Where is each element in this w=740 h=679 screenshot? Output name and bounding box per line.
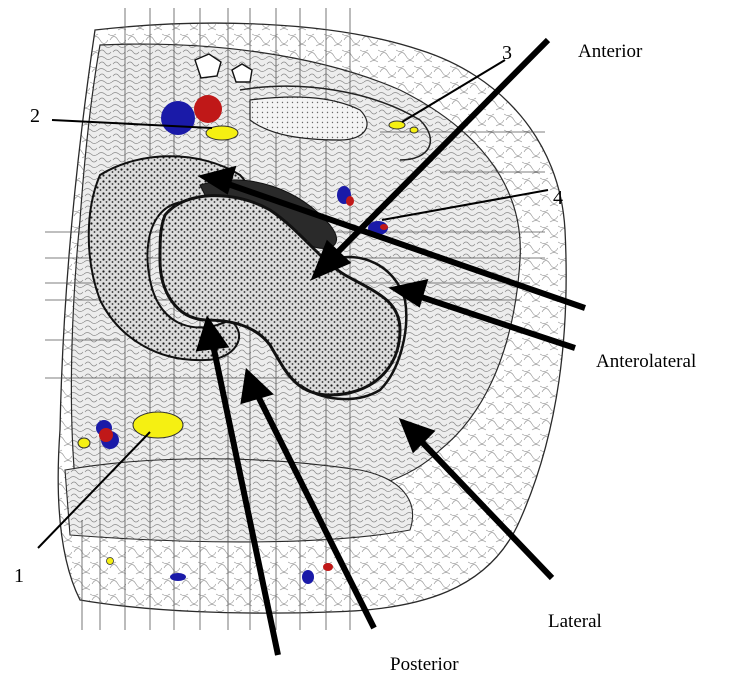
label-number-4: 4	[553, 188, 563, 208]
label-number-2: 2	[30, 106, 40, 126]
label-number-1: 1	[14, 566, 24, 586]
label-lateral: Lateral	[548, 612, 602, 631]
label-anterolateral: Anterolateral	[596, 352, 696, 371]
label-anterior: Anterior	[578, 42, 642, 61]
label-number-3: 3	[502, 43, 512, 63]
label-posterior: Posterior	[390, 655, 459, 674]
